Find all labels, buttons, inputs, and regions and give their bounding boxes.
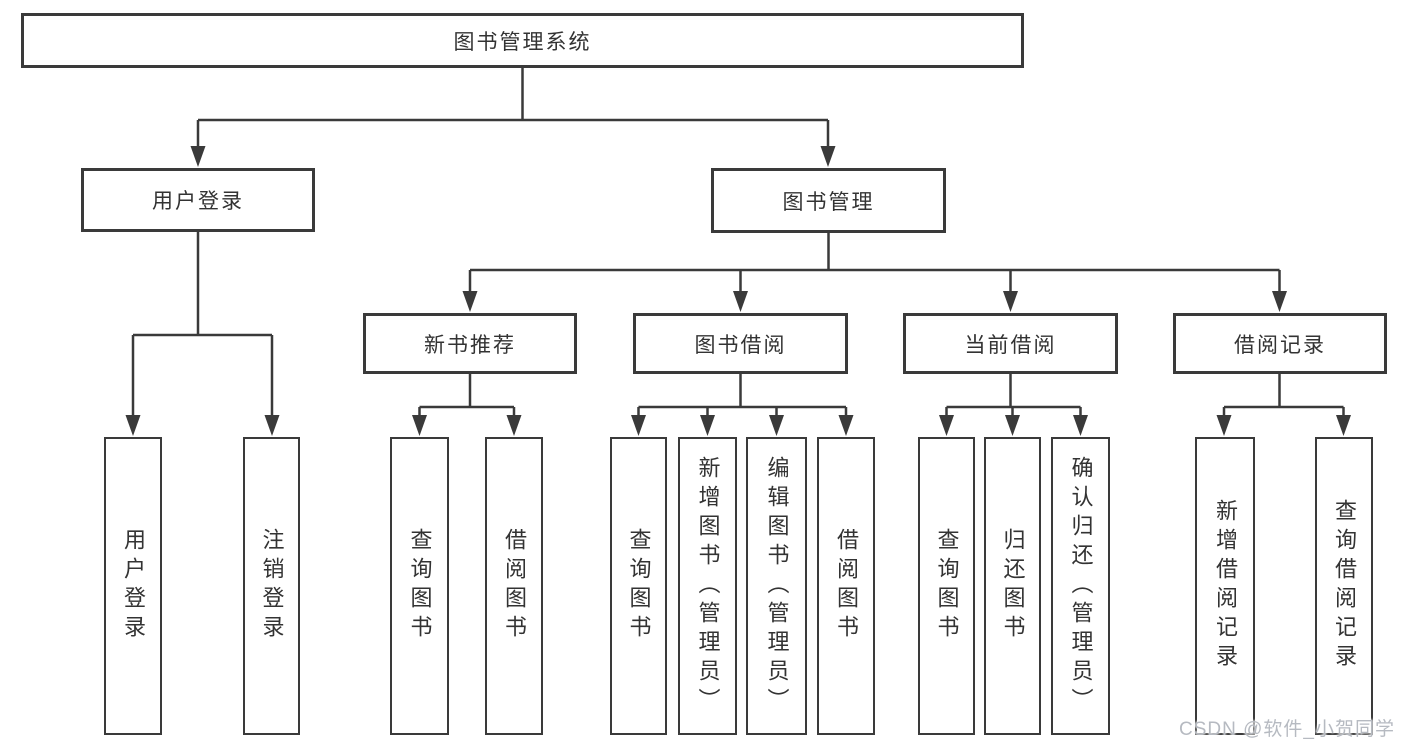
connector-current-borrow <box>945 374 1082 419</box>
connector-root <box>196 68 830 150</box>
node-label: 查询图书 <box>407 528 433 644</box>
leaf-return-books: 归还图书 <box>984 437 1041 735</box>
node-label: 图书借阅 <box>694 333 787 357</box>
leaf-edit-books-admin: 编辑图书（管理员） <box>746 437 807 735</box>
node-label: 图书管理 <box>782 190 875 214</box>
arrowhead <box>700 415 715 436</box>
node-label: 查询图书 <box>626 528 652 644</box>
arrowhead <box>1216 415 1232 436</box>
connector-book-borrow <box>637 374 848 419</box>
arrowhead <box>769 415 784 436</box>
node-label: 查询图书 <box>934 528 960 644</box>
leaf-confirm-return-admin: 确认归还（管理员） <box>1051 437 1110 735</box>
arrowhead <box>1005 415 1020 436</box>
node-label: 用户登录 <box>121 528 146 644</box>
arrowhead <box>820 146 836 167</box>
node-user-login: 用户登录 <box>81 168 315 232</box>
arrowhead <box>264 415 280 436</box>
connector-user-login <box>131 232 274 419</box>
node-book-borrow: 图书借阅 <box>633 313 848 374</box>
leaf-add-borrow-record: 新增借阅记录 <box>1195 437 1255 735</box>
leaf-query-borrow-record: 查询借阅记录 <box>1315 437 1373 735</box>
leaf-borrow-books: 借阅图书 <box>817 437 875 735</box>
node-label: 查询借阅记录 <box>1332 499 1357 673</box>
node-label: 借阅记录 <box>1234 333 1326 357</box>
node-borrow-records: 借阅记录 <box>1173 313 1387 374</box>
node-label: 确认归还（管理员） <box>1068 455 1094 717</box>
node-label: 用户登录 <box>152 190 244 213</box>
leaf-user-login: 用户登录 <box>104 437 162 735</box>
node-label: 编辑图书（管理员） <box>764 455 790 717</box>
node-label: 归还图书 <box>1000 528 1026 644</box>
node-label: 注销登录 <box>259 528 285 644</box>
connector-new-book <box>418 374 516 419</box>
connector-borrow-records <box>1222 374 1345 419</box>
arrowhead <box>1272 291 1287 312</box>
arrowhead <box>733 291 748 312</box>
node-label: 新书推荐 <box>424 333 516 357</box>
node-label: 新增图书（管理员） <box>695 455 721 717</box>
arrowhead <box>631 415 646 436</box>
node-book-management: 图书管理 <box>711 168 946 233</box>
node-current-borrow: 当前借阅 <box>903 313 1118 374</box>
node-label: 图书管理系统 <box>453 30 592 54</box>
node-label: 当前借阅 <box>964 333 1057 357</box>
arrowhead <box>838 415 854 436</box>
arrowhead <box>412 415 427 436</box>
connector-book-management <box>468 233 1281 295</box>
arrowhead <box>1073 415 1088 436</box>
leaf-logout: 注销登录 <box>243 437 300 735</box>
node-new-book-recommend: 新书推荐 <box>363 313 577 374</box>
leaf-borrow-books-recommend: 借阅图书 <box>485 437 543 735</box>
arrowhead <box>1336 415 1351 436</box>
csdn-watermark: CSDN @软件_小贺同学 <box>1179 719 1395 740</box>
arrowhead <box>125 415 141 436</box>
arrowhead <box>190 146 206 167</box>
leaf-add-books-admin: 新增图书（管理员） <box>678 437 737 735</box>
arrowhead <box>1003 291 1018 312</box>
leaf-query-books-borrow: 查询图书 <box>610 437 667 735</box>
leaf-query-books-current: 查询图书 <box>918 437 975 735</box>
node-label: 借阅图书 <box>502 528 527 644</box>
leaf-query-books-recommend: 查询图书 <box>390 437 449 735</box>
arrowhead <box>939 415 954 436</box>
node-label: 借阅图书 <box>834 528 859 644</box>
arrowhead <box>462 291 478 312</box>
node-label: 新增借阅记录 <box>1213 499 1238 673</box>
arrowhead <box>506 415 522 436</box>
node-library-management-system: 图书管理系统 <box>21 13 1024 68</box>
